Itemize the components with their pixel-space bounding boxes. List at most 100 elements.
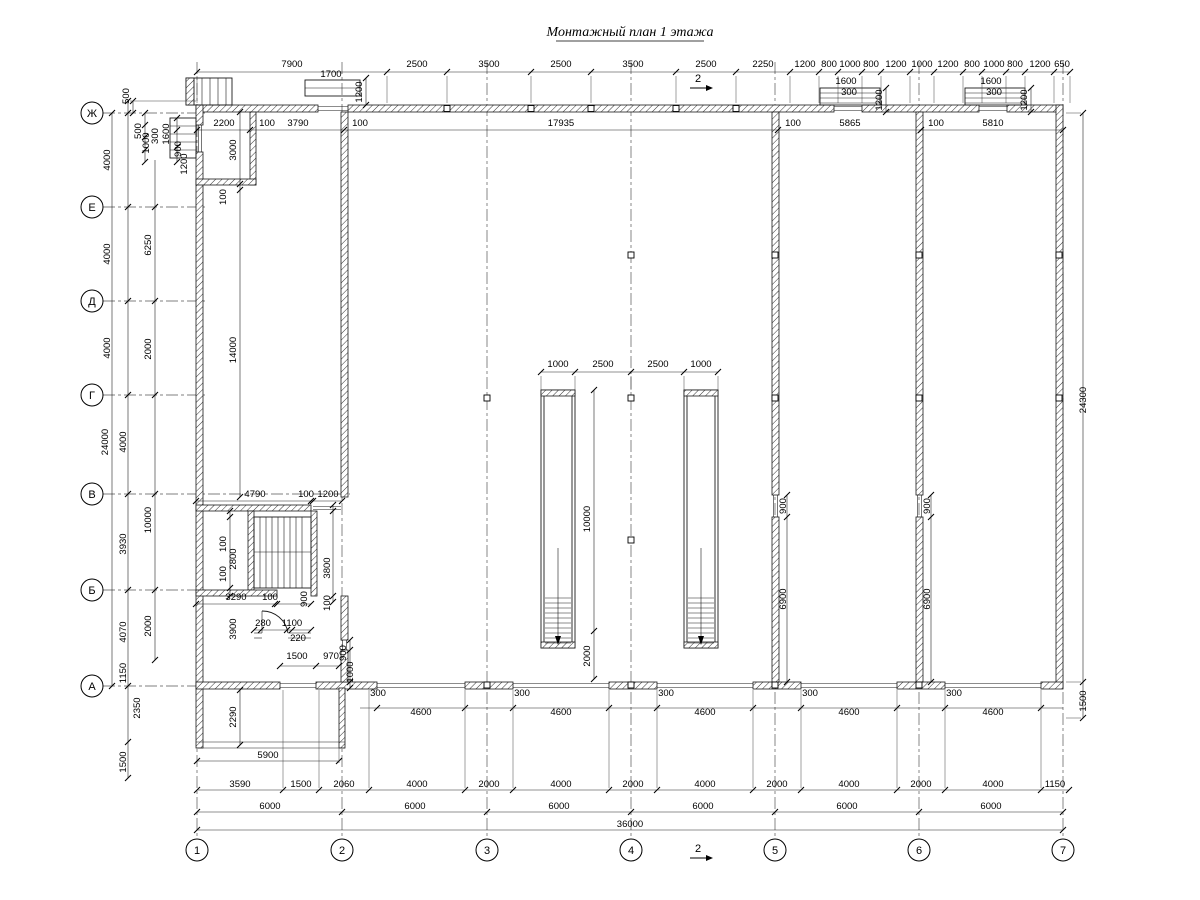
dim-tick	[537, 368, 545, 376]
dim-tick	[783, 513, 791, 521]
dim-tick	[312, 662, 320, 670]
dim-tick	[786, 68, 794, 76]
dim-tick	[1059, 808, 1067, 816]
dim-tick	[346, 678, 354, 686]
dim-label: 6000	[836, 801, 857, 812]
axis-marker-row: Ж	[80, 101, 104, 125]
dim-label: 3900	[228, 618, 239, 639]
dim-tick	[236, 493, 244, 501]
dimension-lines	[108, 68, 1087, 834]
dim-tick	[141, 146, 149, 154]
axis-marker-row: В	[80, 482, 104, 506]
stair-shaft	[540, 389, 576, 649]
axis-marker-row: А	[80, 674, 104, 698]
dim-label: 1200	[937, 59, 958, 70]
interior-wall	[195, 589, 278, 597]
dim-tick	[783, 678, 791, 686]
dim-tick	[483, 808, 491, 816]
axis-label: Е	[88, 202, 95, 214]
axis-label: 7	[1060, 845, 1066, 857]
dim-label: 2200	[213, 118, 234, 129]
dim-tick	[1027, 108, 1035, 116]
dim-tick	[335, 662, 343, 670]
dim-label: 2000	[910, 779, 931, 790]
dim-tick	[917, 126, 925, 134]
dim-tick	[365, 786, 373, 794]
dim-label: 800	[964, 59, 980, 70]
dim-tick	[151, 490, 159, 498]
dim-label: 1200	[354, 81, 365, 102]
dim-label: 1500	[286, 651, 307, 662]
dim-label: 300	[370, 688, 386, 699]
dim-tick	[193, 786, 201, 794]
axis-marker-col: 4	[619, 838, 643, 862]
dim-tick	[749, 786, 757, 794]
annex-right-wall	[338, 687, 346, 749]
dim-tick	[915, 808, 923, 816]
dim-label: 1000	[345, 661, 356, 682]
dim-label: 2500	[550, 59, 571, 70]
dim-tick	[276, 662, 284, 670]
dim-label: 4600	[982, 707, 1003, 718]
dim-label: 100	[218, 189, 229, 205]
dim-tick	[1059, 826, 1067, 834]
axis-circle	[80, 578, 104, 602]
dim-label: 6000	[548, 801, 569, 812]
dim-tick	[590, 675, 598, 683]
dim-label: 5865	[839, 118, 860, 129]
dim-label: 1000	[911, 59, 932, 70]
stair-shaft	[683, 389, 719, 649]
dim-tick	[815, 68, 823, 76]
dim-tick	[383, 68, 391, 76]
dim-label: 1200	[874, 89, 885, 110]
dim-tick	[605, 786, 613, 794]
dim-tick	[927, 491, 935, 499]
dim-tick	[124, 297, 132, 305]
column-marker	[527, 105, 535, 112]
interior-stair	[253, 516, 312, 589]
dim-label: 100	[928, 118, 944, 129]
dim-tick	[315, 786, 323, 794]
dim-label: 2800	[228, 548, 239, 569]
dim-tick	[329, 501, 337, 509]
bottom-wall-seg	[195, 681, 281, 690]
dim-tick	[124, 391, 132, 399]
dim-label: 4790	[244, 489, 265, 500]
dim-tick	[461, 786, 469, 794]
dim-tick	[329, 592, 337, 600]
dim-tick	[193, 826, 201, 834]
down-arrow-icon	[698, 636, 704, 645]
dim-tick	[226, 507, 234, 515]
axis-circle	[185, 838, 209, 862]
dim-label: 1200	[1019, 89, 1030, 110]
dim-tick	[307, 626, 315, 634]
page-title: Монтажный план 1 этажа	[546, 25, 714, 40]
dim-label: 900	[922, 498, 933, 514]
dim-label: 3930	[118, 533, 129, 554]
dim-label: 2000	[143, 338, 154, 359]
dim-tick	[307, 497, 315, 505]
dim-label: 4000	[118, 431, 129, 452]
dim-label: 6000	[980, 801, 1001, 812]
dim-label: 100	[322, 595, 333, 611]
axis-marker-row: Е	[80, 195, 104, 219]
column-marker	[1055, 251, 1063, 259]
axis-label: Г	[89, 390, 95, 402]
axis-marker-col: 2	[330, 838, 354, 862]
axis-circle	[1051, 838, 1075, 862]
dim-tick	[192, 600, 200, 608]
dim-label: 500	[133, 123, 144, 139]
dim-label: 900	[299, 591, 310, 607]
dim-tick	[774, 126, 782, 134]
thin-details	[169, 77, 1041, 749]
dim-tick	[1079, 714, 1087, 722]
interior-wall	[310, 510, 318, 597]
dim-label: 1000	[983, 59, 1004, 70]
dim-tick	[329, 598, 337, 606]
dim-label: 1000	[839, 59, 860, 70]
dim-tick	[173, 114, 181, 122]
axis-marker-col: 1	[185, 838, 209, 862]
dim-label: 1200	[179, 153, 190, 174]
dim-label: 900	[778, 498, 789, 514]
